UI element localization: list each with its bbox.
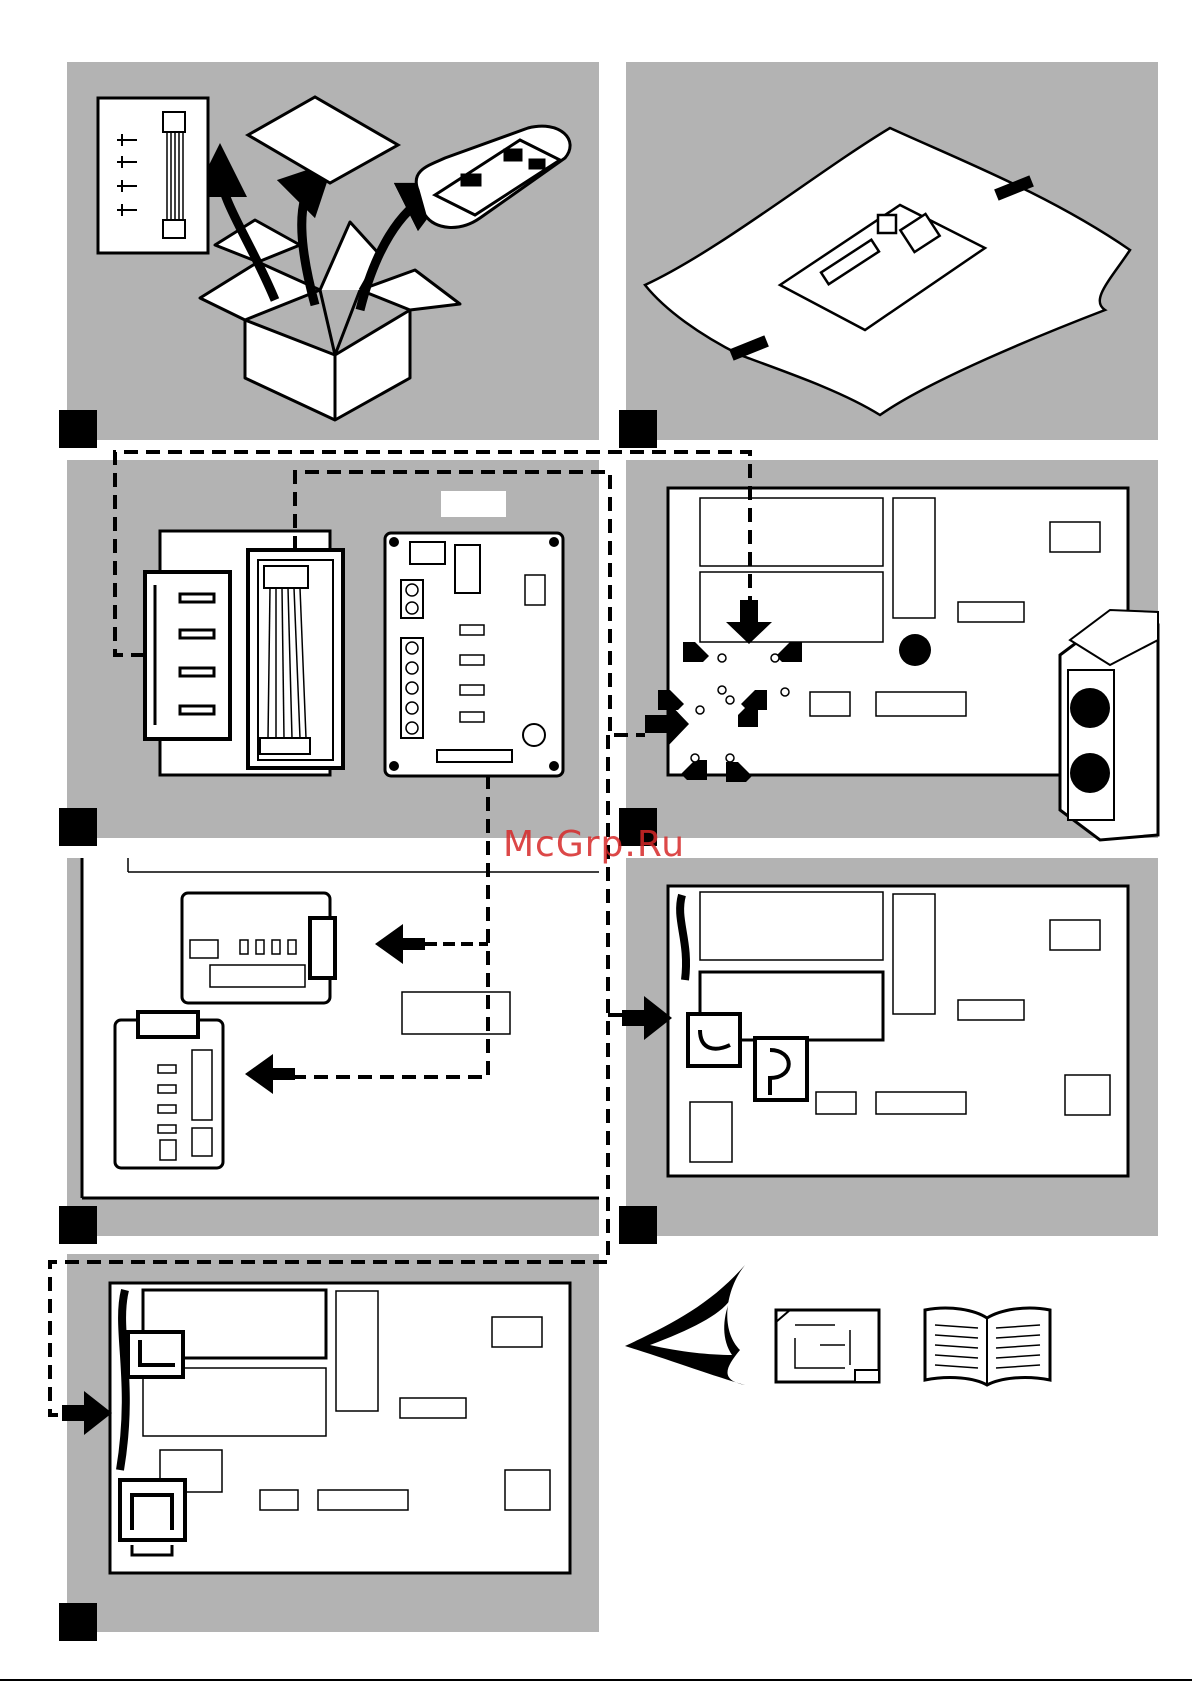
step-marker-2: [619, 410, 657, 448]
connector-icon: [128, 1332, 183, 1377]
box-icon: [200, 220, 460, 420]
outdoor-unit-icon: [1060, 610, 1158, 840]
step-marker-5: [59, 1206, 97, 1244]
pcb-icon: [115, 1012, 223, 1168]
sheet-icon: [248, 97, 398, 183]
pcb-icon: [416, 126, 570, 227]
step-3-illustration: [145, 491, 563, 776]
step-arrow: [62, 1391, 112, 1435]
step-marker-1: [59, 410, 97, 448]
cable-harness-icon: [98, 98, 208, 253]
step-marker-3: [59, 808, 97, 846]
manual-book-icon: [925, 1308, 1050, 1385]
connector-icon: [120, 1480, 185, 1540]
inspect-eye-icon: [625, 1265, 745, 1385]
connector-icon: [755, 1038, 807, 1100]
pcb-icon: [182, 893, 335, 1003]
pcb-icon: [385, 533, 563, 776]
step-marker-7: [59, 1603, 97, 1641]
step-2-illustration: [645, 128, 1130, 415]
cable-harness-icon: [248, 550, 343, 768]
step-marker-6: [619, 1206, 657, 1244]
step-7-illustration: [62, 1283, 570, 1573]
step-5-illustration: [82, 858, 599, 1198]
connector-icon: [688, 1014, 740, 1066]
step-1-illustration: [98, 97, 570, 420]
wiring-diagram-icon: [776, 1310, 879, 1382]
step-arrow: [622, 996, 672, 1040]
bottom-rule: [0, 1679, 1192, 1681]
watermark: McGrp.Ru: [503, 824, 685, 865]
step-6-illustration: [622, 886, 1128, 1176]
step-4-illustration: [645, 488, 1158, 840]
